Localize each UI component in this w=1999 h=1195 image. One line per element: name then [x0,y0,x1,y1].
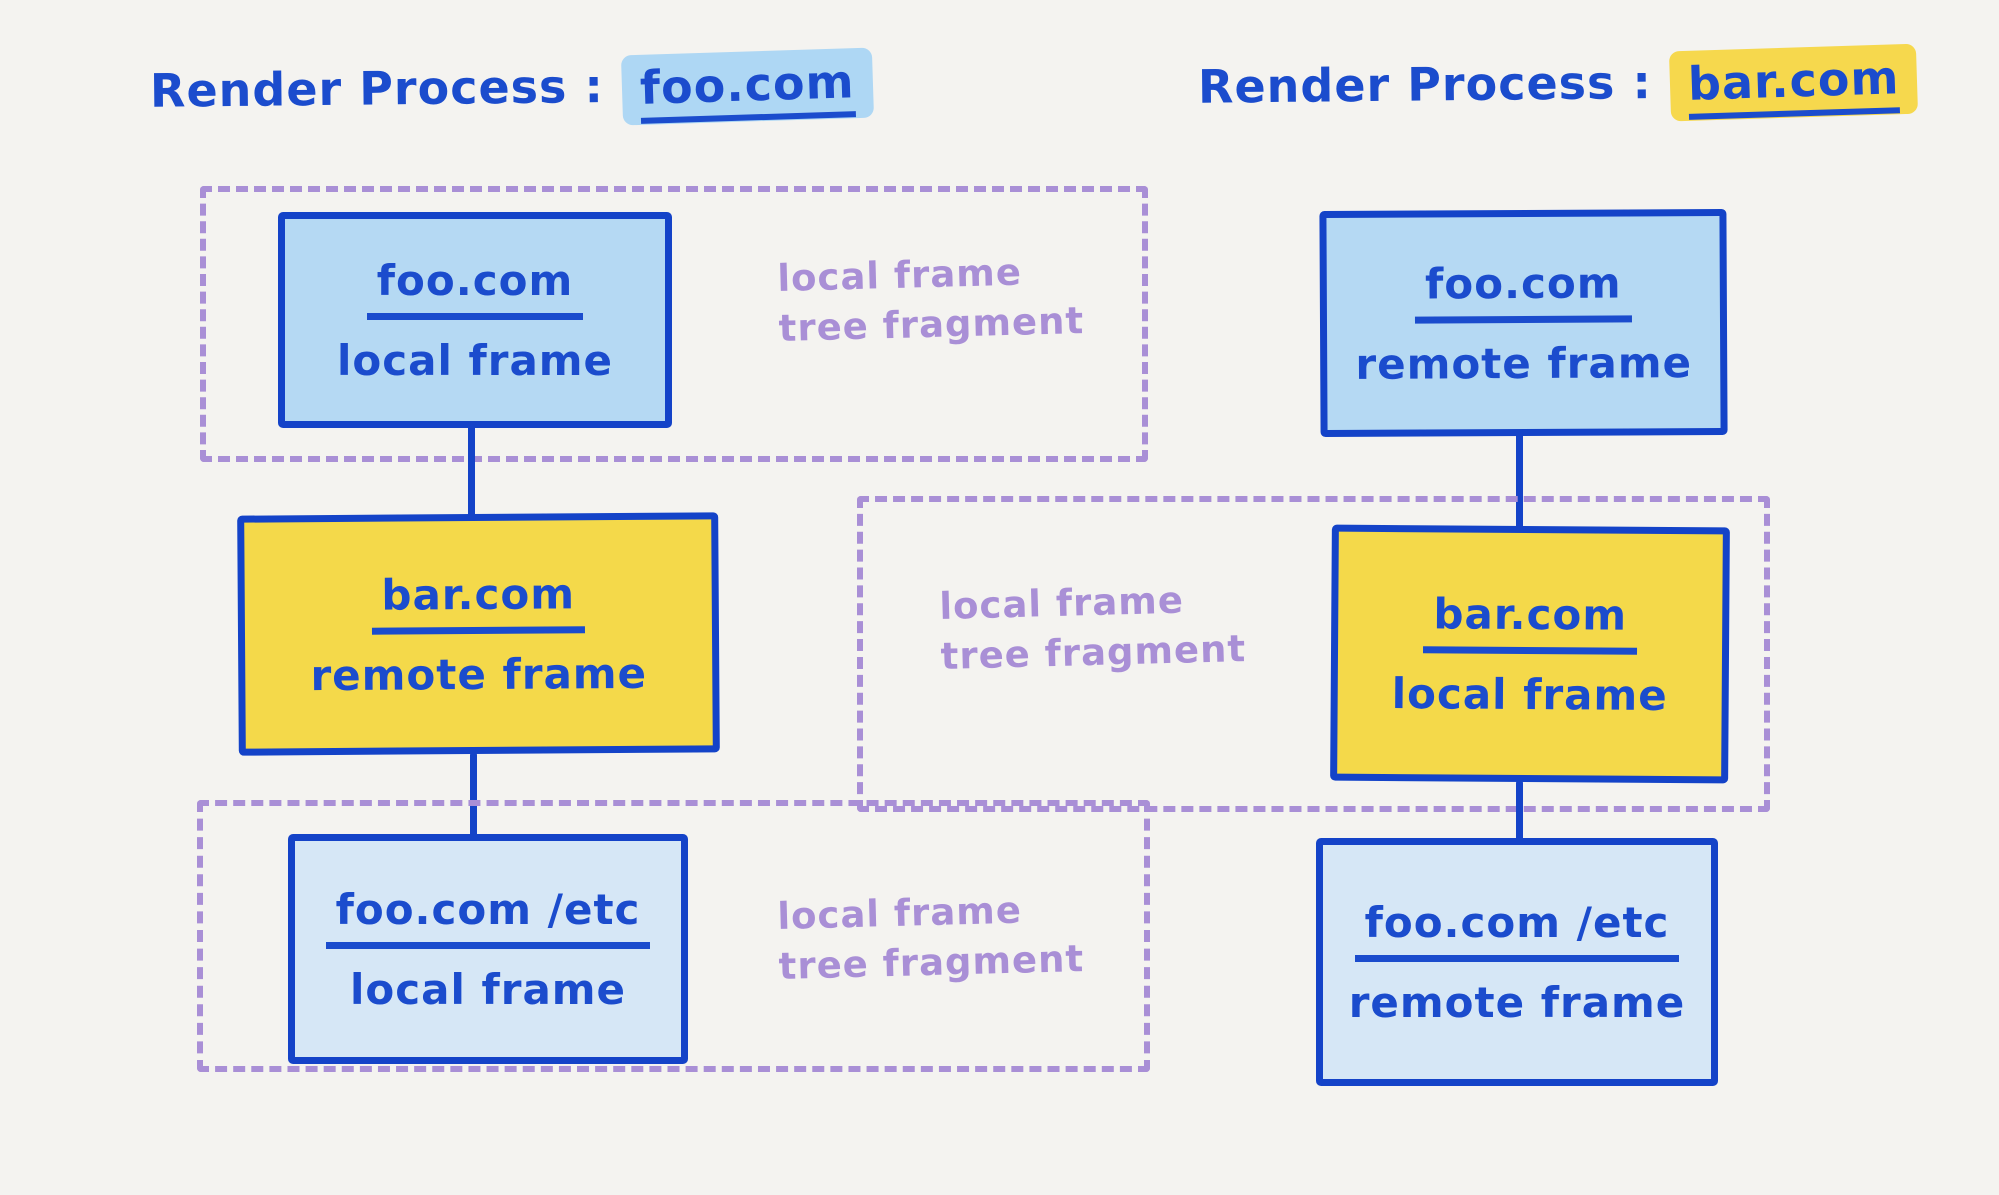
frame-node-bar-remote: bar.com remote frame [237,512,720,756]
frame-node-kind: local frame [349,964,627,1014]
render-process-title-foo: Render Process : foo.com [149,47,874,128]
fragment-label: local frame tree fragment [939,574,1247,682]
fragment-label-line1: local frame [776,250,1023,300]
frame-node-bar-local: bar.com local frame [1330,524,1730,784]
domain-highlight-foo: foo.com [620,47,874,126]
frame-node-kind: local frame [1391,668,1668,720]
title-prefix: Render Process : [1197,55,1653,114]
title-prefix: Render Process : [149,59,605,118]
fragment-label-line2: tree fragment [778,936,1085,988]
fragment-label-line2: tree fragment [778,298,1085,350]
connector-line [1516,432,1523,532]
frame-node-domain: foo.com /etc [1354,898,1680,962]
fragment-label-line2: tree fragment [940,626,1247,678]
frame-node-domain: bar.com [371,568,586,635]
frame-node-fooetc-local: foo.com /etc local frame [288,834,688,1064]
connector-line [470,752,477,840]
frame-node-fooetc-remote: foo.com /etc remote frame [1316,838,1718,1086]
fragment-label: local frame tree fragment [777,246,1085,354]
local-frame-tree-fragment-outline [857,496,1770,812]
title-domain: foo.com [638,54,856,124]
local-frame-tree-fragment-outline [200,186,1148,462]
frame-node-domain: foo.com /etc [325,885,651,949]
frame-node-kind: remote frame [310,648,648,700]
frame-node-kind: remote frame [1348,977,1686,1027]
local-frame-tree-fragment-outline [197,800,1150,1072]
fragment-label-line1: local frame [938,578,1185,628]
fragment-label: local frame tree fragment [777,884,1085,992]
title-domain: bar.com [1686,50,1901,120]
fragment-label-line1: local frame [776,888,1023,938]
frame-node-domain: foo.com [366,256,584,320]
connector-line [468,424,475,518]
connector-line [1516,780,1523,842]
domain-highlight-bar: bar.com [1668,43,1919,122]
frame-node-kind: remote frame [1355,337,1693,389]
frame-node-foo-remote: foo.com remote frame [1319,208,1728,438]
render-process-title-bar: Render Process : bar.com [1197,43,1919,124]
frame-node-kind: local frame [336,335,614,385]
frame-node-domain: foo.com [1414,257,1632,324]
frame-node-foo-local: foo.com local frame [278,212,672,428]
frame-node-domain: bar.com [1423,588,1638,655]
